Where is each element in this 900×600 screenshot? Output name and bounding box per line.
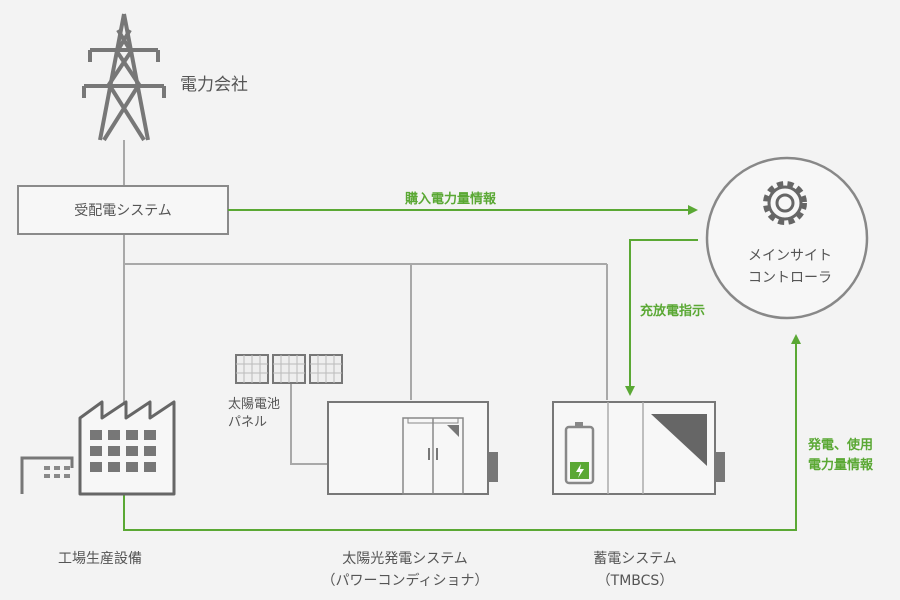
charge-discharge-label: 充放電指示 <box>640 304 706 319</box>
generation-usage-arrow <box>123 334 801 531</box>
controller-label-line1: メインサイト <box>748 248 832 264</box>
pv-system-label-line1: 太陽光発電システム <box>342 551 468 567</box>
battery-icon <box>564 422 595 485</box>
generation-usage-label-line1: 発電、使用 <box>808 438 874 453</box>
power-company-label: 電力会社 <box>180 75 248 95</box>
solar-panel-label-line2: パネル <box>228 415 268 430</box>
purchased-power-info-label: 購入電力量情報 <box>405 192 497 207</box>
gear-icon <box>763 181 807 225</box>
pv-system-label: 太陽光発電システム （パワーコンディショナ） <box>305 548 505 592</box>
solar-panel-label: 太陽電池 パネル <box>228 396 280 432</box>
main-site-controller <box>705 156 869 320</box>
factory-icon <box>20 400 176 496</box>
generation-usage-label-line2: 電力量情報 <box>808 458 874 473</box>
pv-system-label-line2: （パワーコンディショナ） <box>321 573 489 589</box>
power-conditioner-cabinet <box>327 401 498 495</box>
info-flows <box>123 205 801 531</box>
transmission-tower-icon <box>82 13 166 142</box>
storage-system-label-line1: 蓄電システム <box>593 551 677 567</box>
controller-label-line2: コントローラ <box>748 270 832 286</box>
storage-system-label: 蓄電システム （TMBCS） <box>580 548 690 592</box>
receiving-system-box <box>17 185 229 235</box>
battery-storage-cabinet <box>552 401 725 495</box>
solar-panel-label-line1: 太陽電池 <box>228 397 281 412</box>
storage-system-label-line2: （TMBCS） <box>596 573 674 589</box>
factory-label: 工場生産設備 <box>58 551 142 567</box>
charge-discharge-arrow <box>625 239 698 396</box>
solar-panel-icon <box>235 354 343 384</box>
receiving-system-label: 受配電システム <box>74 203 172 219</box>
controller-label: メインサイト コントローラ <box>710 245 870 289</box>
generation-usage-label: 発電、使用 電力量情報 <box>808 436 873 476</box>
power-wiring <box>123 140 608 465</box>
